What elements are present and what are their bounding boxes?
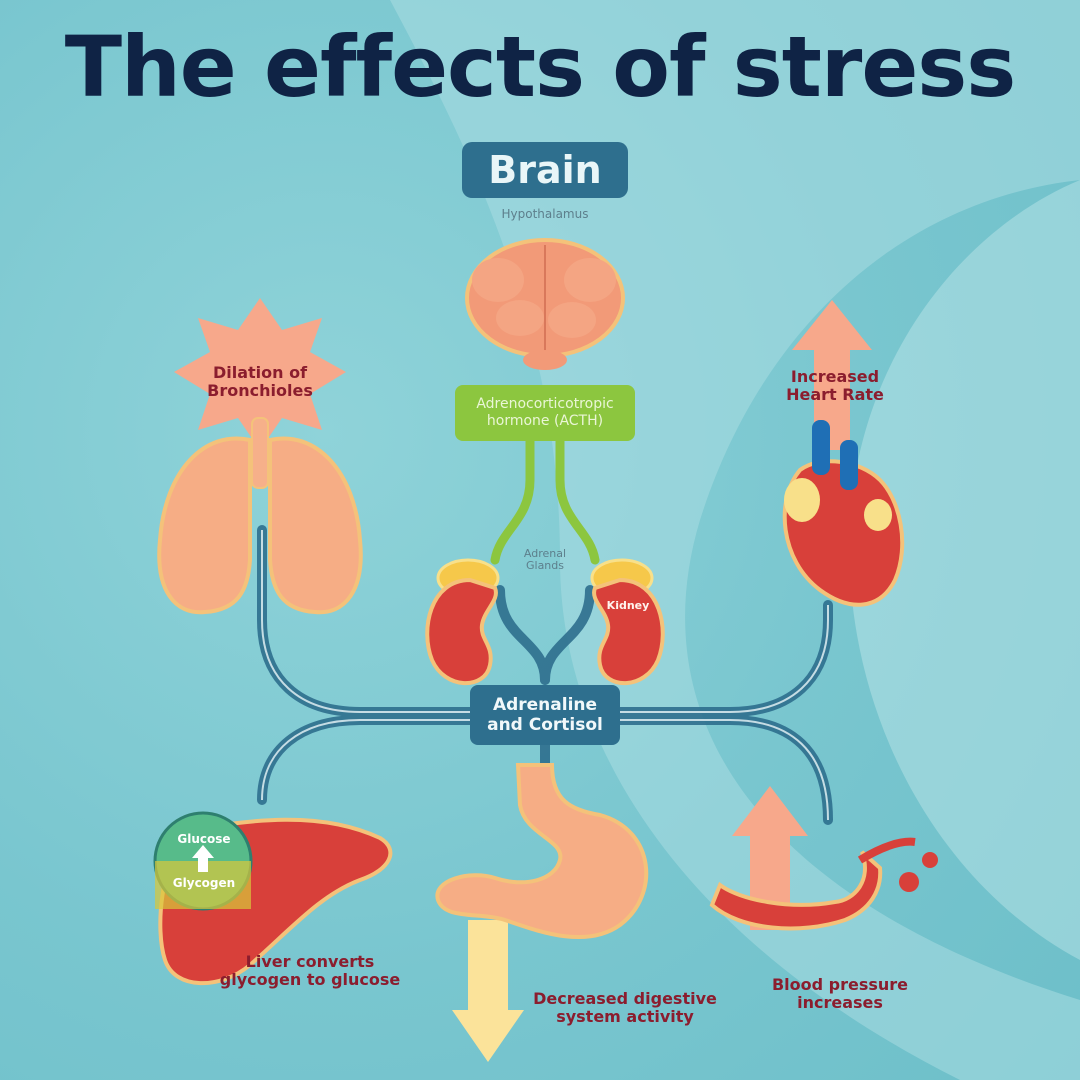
hypothalamus-label: Hypothalamus — [501, 207, 589, 221]
page-title: The effects of stress — [64, 18, 1017, 116]
adrenaline-cortisol-label: Adrenaline and Cortisol — [487, 694, 603, 735]
lungs-icon — [157, 417, 363, 615]
digestive-down-arrow-icon — [452, 920, 524, 1062]
acth-label: Adrenocorticotropic hormone (ACTH) — [476, 395, 614, 430]
glucose-up-arrow-icon — [192, 845, 214, 872]
glycogen-label: Glycogen — [172, 876, 236, 890]
brain-label: Brain — [462, 142, 628, 198]
blood-pressure-effect-label: Blood pressure increases — [771, 975, 909, 1012]
heart-rate-up-arrow-icon — [792, 300, 872, 450]
liver-effect-label: Liver converts glycogen to glucose — [219, 952, 401, 989]
stomach-icon — [435, 763, 649, 940]
path-center-left-down — [257, 715, 475, 805]
path-glands-center — [540, 585, 595, 685]
glucose-label: Glucose — [177, 832, 231, 846]
right-kidney-icon — [590, 558, 665, 686]
background-swirl — [849, 180, 1080, 960]
left-kidney-icon — [425, 558, 500, 686]
acth-pathway — [490, 436, 600, 565]
adrenaline-cortisol-box: Adrenaline and Cortisol — [470, 685, 620, 745]
heart-icon — [782, 420, 905, 607]
path-glands-center — [495, 585, 550, 685]
heart-effect-label: Increased Heart Rate — [786, 367, 884, 404]
adrenal-glands-label: Adrenal Glands — [523, 547, 567, 573]
stomach-effect-label: Decreased digestive system activity — [533, 989, 717, 1026]
kidney-label: Kidney — [606, 599, 650, 612]
brain-icon — [465, 238, 625, 370]
blood-vessel-icon — [709, 837, 938, 931]
dilation-burst-icon — [174, 298, 346, 450]
blood-pressure-up-arrow-icon — [732, 786, 808, 930]
lungs-effect-label: Dilation of Bronchioles — [207, 363, 313, 400]
acth-box: Adrenocorticotropic hormone (ACTH) — [455, 385, 635, 441]
liver-icon — [153, 811, 393, 986]
